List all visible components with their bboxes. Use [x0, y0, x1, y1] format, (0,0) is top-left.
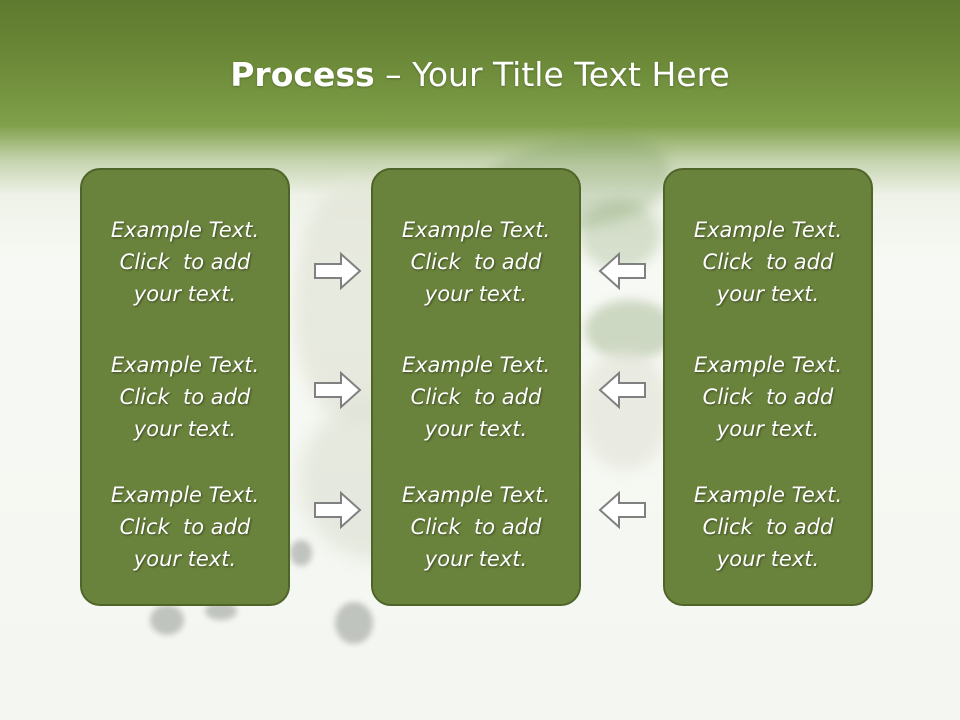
process-box-middle[interactable]: Example Text. Click to add your text. Ex… — [371, 168, 581, 606]
arrow-right-icon[interactable] — [313, 370, 363, 410]
text-placeholder[interactable]: Example Text. Click to add your text. — [373, 479, 579, 575]
text-line: Example Text. — [110, 218, 260, 242]
text-line: Example Text. — [693, 353, 843, 377]
text-line: Click to add — [702, 250, 834, 274]
background-peppercorn — [335, 602, 373, 644]
text-line: your text. — [716, 417, 820, 441]
arrow-right-icon[interactable] — [313, 490, 363, 530]
text-placeholder[interactable]: Example Text. Click to add your text. — [665, 479, 871, 575]
text-line: your text. — [424, 417, 528, 441]
text-line: Click to add — [119, 385, 251, 409]
text-line: Example Text. — [401, 218, 551, 242]
text-line: your text. — [716, 282, 820, 306]
process-box-right[interactable]: Example Text. Click to add your text. Ex… — [663, 168, 873, 606]
background-peppercorn — [150, 605, 184, 635]
text-placeholder[interactable]: Example Text. Click to add your text. — [373, 349, 579, 445]
title-rest: – Your Title Text Here — [374, 55, 730, 94]
text-line: your text. — [424, 282, 528, 306]
text-line: your text. — [133, 282, 237, 306]
text-line: your text. — [133, 417, 237, 441]
text-line: Example Text. — [110, 353, 260, 377]
text-line: Click to add — [119, 515, 251, 539]
slide-title[interactable]: Process – Your Title Text Here — [0, 52, 960, 98]
arrow-right-icon[interactable] — [313, 251, 363, 291]
process-box-left[interactable]: Example Text. Click to add your text. Ex… — [80, 168, 290, 606]
text-line: Click to add — [410, 250, 542, 274]
text-line: Click to add — [702, 385, 834, 409]
text-line: Click to add — [410, 515, 542, 539]
arrow-left-icon[interactable] — [597, 370, 647, 410]
text-line: your text. — [133, 547, 237, 571]
background-garlic — [580, 350, 670, 470]
text-line: Example Text. — [693, 218, 843, 242]
arrow-left-icon[interactable] — [597, 490, 647, 530]
background-leaf — [585, 300, 675, 360]
text-line: Example Text. — [110, 483, 260, 507]
text-line: Click to add — [119, 250, 251, 274]
text-placeholder[interactable]: Example Text. Click to add your text. — [665, 349, 871, 445]
text-line: Example Text. — [401, 483, 551, 507]
text-line: Example Text. — [693, 483, 843, 507]
text-line: your text. — [716, 547, 820, 571]
text-line: your text. — [424, 547, 528, 571]
title-bold: Process — [230, 55, 375, 94]
background-peppercorn — [290, 540, 312, 566]
text-placeholder[interactable]: Example Text. Click to add your text. — [82, 479, 288, 575]
text-line: Example Text. — [401, 353, 551, 377]
text-placeholder[interactable]: Example Text. Click to add your text. — [82, 349, 288, 445]
text-line: Click to add — [410, 385, 542, 409]
text-line: Click to add — [702, 515, 834, 539]
text-placeholder[interactable]: Example Text. Click to add your text. — [82, 214, 288, 310]
arrow-left-icon[interactable] — [597, 251, 647, 291]
text-placeholder[interactable]: Example Text. Click to add your text. — [665, 214, 871, 310]
text-placeholder[interactable]: Example Text. Click to add your text. — [373, 214, 579, 310]
